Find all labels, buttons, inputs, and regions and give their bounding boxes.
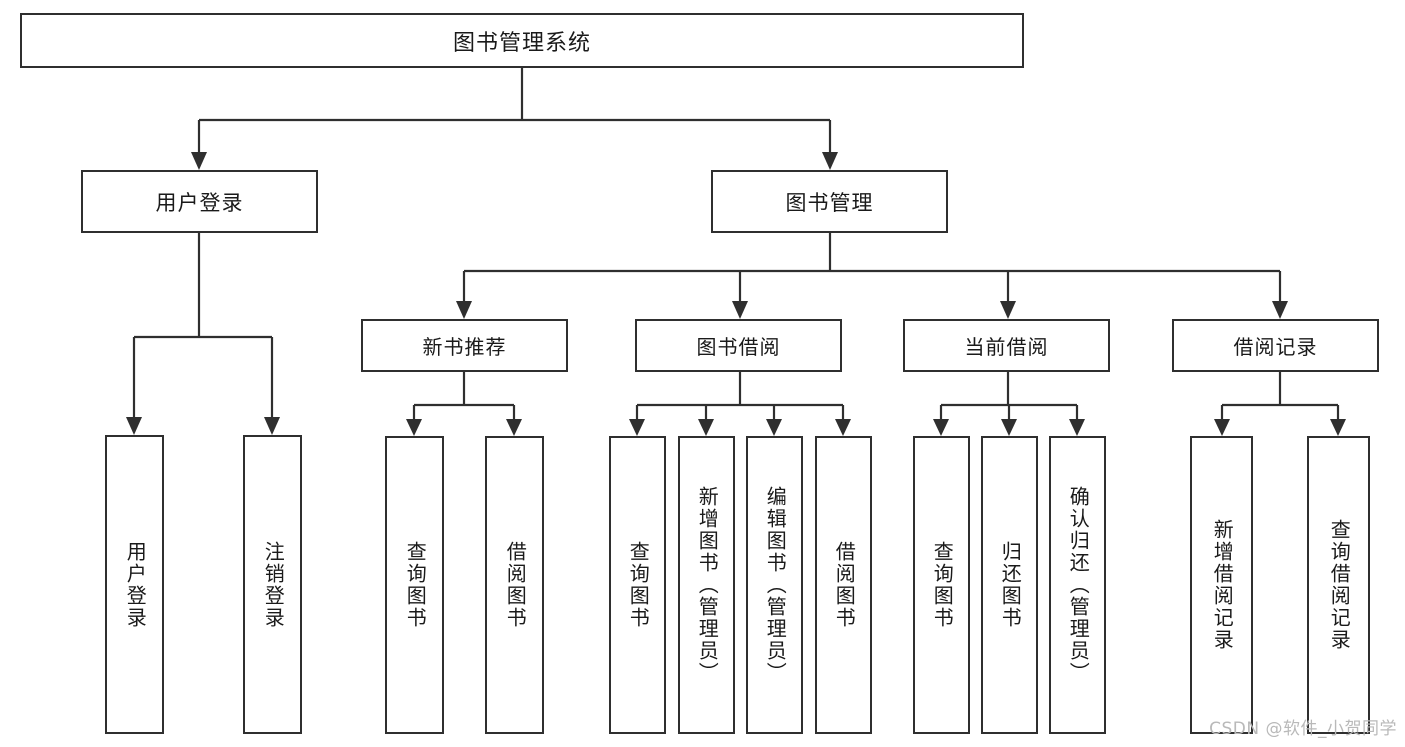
leaf-book-borrow-4-label: 借阅图书: [832, 541, 857, 629]
node-borrow-record-label: 借阅记录: [1233, 335, 1318, 359]
node-book-borrow[interactable]: 图书借阅: [635, 319, 842, 372]
node-root[interactable]: 图书管理系统: [20, 13, 1024, 68]
arrow-book-borrow-child-1: [629, 419, 645, 436]
arrow-to-new-book: [456, 301, 472, 319]
node-root-label: 图书管理系统: [452, 30, 591, 56]
node-book-manage-label: 图书管理: [785, 190, 874, 215]
node-book-manage[interactable]: 图书管理: [711, 170, 948, 233]
leaf-new-book-2-label: 借阅图书: [503, 541, 528, 629]
arrow-borrow-record-child-2: [1330, 419, 1346, 436]
leaf-book-borrow-1-label: 查询图书: [626, 541, 651, 629]
arrow-to-current-borrow: [1000, 301, 1016, 319]
arrow-new-book-child-2: [506, 419, 522, 436]
leaf-borrow-record-2[interactable]: 查询借阅记录: [1307, 436, 1370, 734]
node-new-book-recommend-label: 新书推荐: [422, 335, 507, 359]
arrow-book-borrow-child-4: [835, 419, 851, 436]
leaf-book-borrow-4[interactable]: 借阅图书: [815, 436, 872, 734]
node-borrow-record[interactable]: 借阅记录: [1172, 319, 1379, 372]
leaf-current-borrow-3[interactable]: 确认归还（管理员）: [1049, 436, 1106, 734]
leaf-book-borrow-3[interactable]: 编辑图书（管理员）: [746, 436, 803, 734]
node-current-borrow-label: 当前借阅: [964, 335, 1049, 359]
leaf-current-borrow-2[interactable]: 归还图书: [981, 436, 1038, 734]
leaf-current-borrow-1[interactable]: 查询图书: [913, 436, 970, 734]
leaf-borrow-record-1[interactable]: 新增借阅记录: [1190, 436, 1253, 734]
leaf-book-borrow-1[interactable]: 查询图书: [609, 436, 666, 734]
arrow-to-user-login: [191, 152, 207, 170]
watermark: CSDN @软件_小贺同学: [1209, 719, 1397, 739]
node-new-book-recommend[interactable]: 新书推荐: [361, 319, 568, 372]
arrow-book-borrow-child-3: [766, 419, 782, 436]
leaf-user-login-2[interactable]: 注销登录: [243, 435, 302, 734]
arrow-current-borrow-child-2: [1001, 419, 1017, 436]
leaf-book-borrow-3-label: 编辑图书（管理员）: [763, 486, 788, 684]
arrow-new-book-child-1: [406, 419, 422, 436]
leaf-book-borrow-2[interactable]: 新增图书（管理员）: [678, 436, 735, 734]
leaf-user-login-2-label: 注销登录: [261, 540, 286, 629]
node-current-borrow[interactable]: 当前借阅: [903, 319, 1110, 372]
node-book-borrow-label: 图书借阅: [696, 335, 781, 359]
arrow-current-borrow-child-3: [1069, 419, 1085, 436]
arrow-book-borrow-child-2: [698, 419, 714, 436]
arrow-current-borrow-child-1: [933, 419, 949, 436]
leaf-current-borrow-1-label: 查询图书: [930, 541, 955, 629]
leaf-new-book-1[interactable]: 查询图书: [385, 436, 444, 734]
leaf-borrow-record-2-label: 查询借阅记录: [1327, 519, 1352, 651]
arrow-to-book-manage: [822, 152, 838, 170]
leaf-user-login-1-label: 用户登录: [123, 540, 148, 629]
node-user-login[interactable]: 用户登录: [81, 170, 318, 233]
leaf-user-login-1[interactable]: 用户登录: [105, 435, 164, 734]
leaf-new-book-2[interactable]: 借阅图书: [485, 436, 544, 734]
arrow-user-login-child-1: [126, 417, 142, 435]
arrow-borrow-record-child-1: [1214, 419, 1230, 436]
leaf-new-book-1-label: 查询图书: [403, 541, 428, 629]
arrow-to-book-borrow: [732, 301, 748, 319]
leaf-book-borrow-2-label: 新增图书（管理员）: [695, 486, 720, 684]
arrow-to-borrow-record: [1272, 301, 1288, 319]
node-user-login-label: 用户登录: [155, 190, 244, 215]
arrow-user-login-child-2: [264, 417, 280, 435]
leaf-current-borrow-3-label: 确认归还（管理员）: [1066, 486, 1091, 684]
leaf-current-borrow-2-label: 归还图书: [998, 541, 1023, 629]
leaf-borrow-record-1-label: 新增借阅记录: [1210, 519, 1235, 651]
